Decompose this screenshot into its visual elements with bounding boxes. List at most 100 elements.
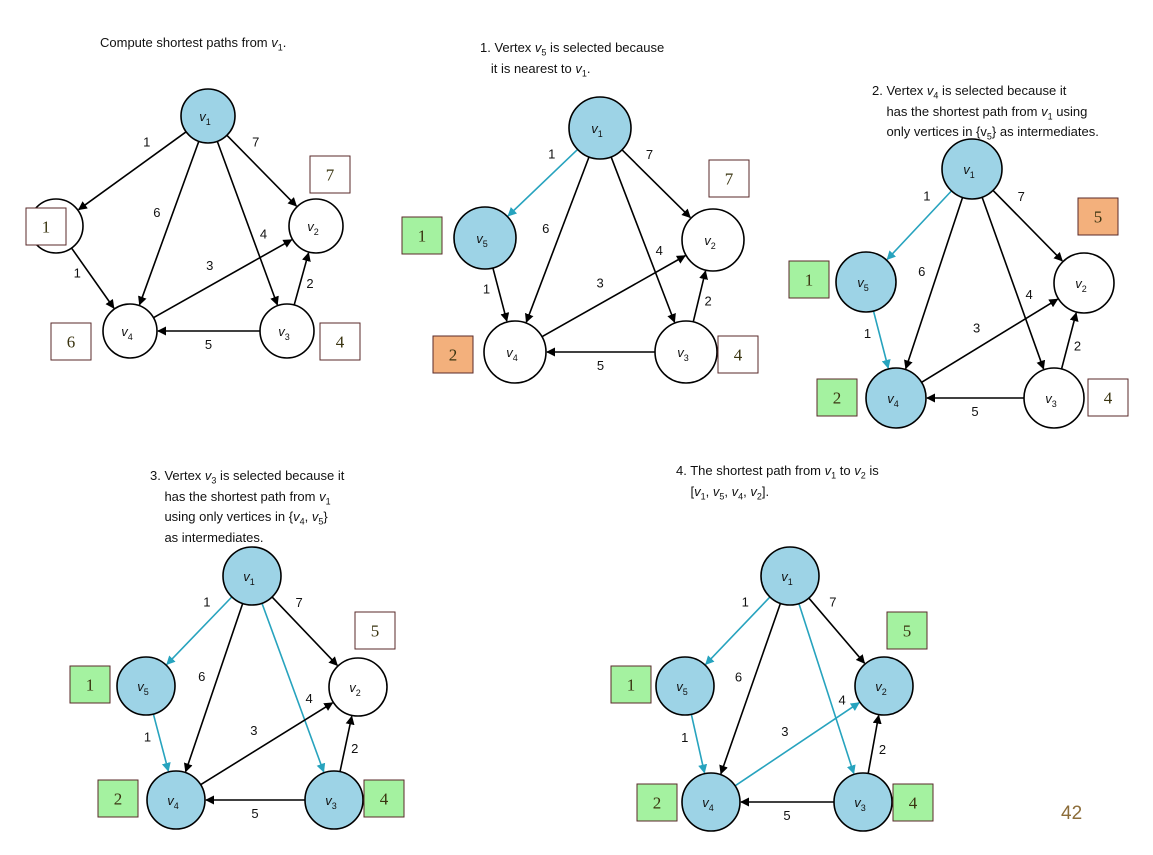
caption-line: Compute shortest paths from v1. — [100, 35, 286, 56]
svg-text:v4: v4 — [506, 345, 518, 363]
edge-weight: 1 — [742, 595, 749, 610]
distance-value: 5 — [903, 622, 912, 641]
vertex-subscript: 2 — [314, 227, 319, 237]
distance-box-v5: 1 — [610, 665, 652, 704]
svg-text:v5: v5 — [857, 275, 869, 293]
caption-text: 5 — [719, 491, 725, 502]
edge-weight: 2 — [1074, 338, 1081, 353]
edge-v3-v2 — [339, 715, 355, 772]
svg-text:v4: v4 — [167, 793, 179, 811]
vertex-name: v — [963, 162, 971, 177]
caption-text: v — [293, 509, 300, 525]
vertex-v1: v1 — [760, 546, 820, 606]
caption-text: 5 — [318, 516, 324, 527]
edge-v4-v2 — [153, 239, 293, 319]
vertex-v4: v4 — [865, 367, 927, 429]
caption: 4. The shortest path from v1 to v2 is [ v… — [676, 463, 879, 504]
edge-v1-v3 — [981, 196, 1046, 370]
vertex-v4: v4 — [681, 772, 741, 832]
distance-box-v4: 2 — [636, 783, 678, 822]
distance-box-v3: 4 — [892, 783, 934, 822]
vertex-name: v — [476, 231, 484, 246]
edge-v1-v5 — [507, 148, 579, 217]
edge-v1-v5 — [886, 190, 953, 261]
svg-text:v1: v1 — [963, 162, 975, 180]
caption-text: only vertices in {v — [872, 124, 987, 140]
edge-v1-v2 — [992, 189, 1063, 262]
caption-text: is selected because it — [216, 468, 345, 483]
caption-text: 4 — [933, 90, 939, 101]
vertex-subscript: 3 — [861, 803, 866, 813]
distance-value: 7 — [326, 166, 335, 185]
vertex-subscript: 3 — [285, 332, 290, 342]
caption-text: is selected because — [546, 40, 665, 55]
svg-text:v1: v1 — [199, 109, 211, 127]
vertex-v1: v1 — [222, 546, 282, 606]
edge-v1-v2 — [808, 597, 866, 664]
distance-box-v5: 1 — [401, 216, 443, 255]
vertex-name: v — [243, 569, 251, 584]
distance-box-v4: 2 — [97, 779, 139, 818]
vertex-name: v — [591, 121, 599, 136]
svg-text:v4: v4 — [702, 795, 714, 813]
edge-weight: 6 — [542, 221, 549, 236]
caption-text: using only vertices in { — [150, 509, 294, 525]
caption-line: has the shortest path from v1 — [150, 489, 344, 510]
svg-text:v1: v1 — [591, 121, 603, 139]
distance-value: 4 — [380, 790, 389, 809]
caption-text: 2. Vertex — [872, 83, 927, 98]
distance-value: 1 — [42, 218, 51, 237]
vertex-subscript: 4 — [513, 353, 518, 363]
caption-text: } — [323, 509, 328, 525]
distance-box-v4: 6 — [50, 322, 92, 361]
vertex-name: v — [702, 795, 710, 810]
caption-line: has the shortest path from v1 using — [872, 104, 1099, 125]
edge-weight: 3 — [206, 258, 213, 273]
vertex-name: v — [349, 680, 357, 695]
edge-v3-v2 — [293, 252, 311, 306]
caption-text: as intermediates. — [150, 529, 264, 545]
edge-v4-v2 — [921, 298, 1059, 384]
edge-v1-v3 — [261, 602, 326, 773]
caption-text: v — [271, 35, 278, 50]
caption-text: [ — [676, 483, 695, 499]
caption-text: 3 — [211, 475, 217, 486]
caption-text: 1 — [581, 68, 587, 79]
caption-text: , — [304, 509, 312, 525]
caption-text: 1. Vertex — [480, 40, 535, 55]
caption-line: 4. The shortest path from v1 to v2 is — [676, 463, 879, 484]
caption-text: v — [1041, 103, 1048, 119]
edge-v1-v4 — [138, 141, 200, 306]
edge-weight: 6 — [918, 264, 925, 279]
caption-line: only vertices in {v5} as intermediates. — [872, 124, 1098, 145]
vertex-name: v — [506, 345, 514, 360]
caption-text: using — [1052, 103, 1088, 119]
distance-value: 1 — [627, 676, 636, 695]
svg-text:v4: v4 — [121, 324, 133, 342]
distance-box-v2: 7 — [309, 155, 351, 194]
svg-text:v2: v2 — [307, 219, 319, 237]
edge-v5-v4 — [70, 247, 115, 309]
svg-text:v2: v2 — [349, 680, 361, 698]
vertex-subscript: 2 — [882, 687, 887, 697]
svg-text:v2: v2 — [1075, 276, 1087, 294]
vertex-v4: v4 — [146, 770, 206, 830]
vertex-name: v — [121, 324, 129, 339]
edge-weight: 3 — [781, 724, 788, 739]
distance-value: 4 — [1104, 389, 1113, 408]
caption-text: v — [712, 483, 720, 499]
edge-weight: 4 — [1025, 287, 1032, 302]
edge-weight: 5 — [205, 337, 212, 352]
vertex-v1: v1 — [180, 88, 236, 144]
edge-v3-v2 — [867, 714, 882, 774]
distance-box-v3: 4 — [319, 322, 361, 361]
edge-v1-v4 — [183, 603, 244, 773]
distance-value: 4 — [909, 794, 918, 813]
caption: 1. Vertex v5 is selected because it is n… — [480, 40, 664, 81]
svg-text:v5: v5 — [137, 679, 149, 697]
edge-v5-v4 — [690, 714, 708, 774]
distance-value: 2 — [114, 790, 123, 809]
svg-text:v5: v5 — [676, 679, 688, 697]
